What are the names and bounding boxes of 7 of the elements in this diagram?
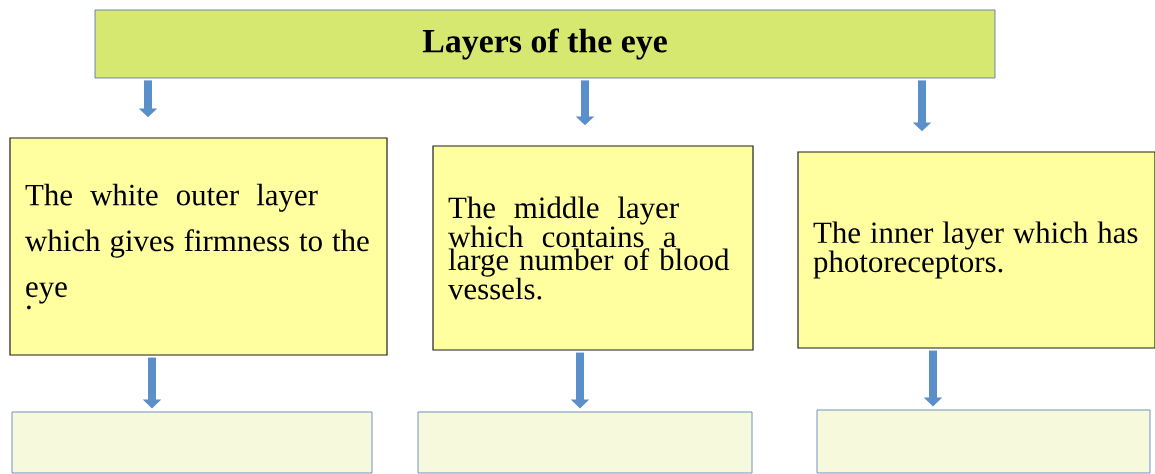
- layer-box: The white outer layer which gives firmness to the eye .: [9, 137, 388, 356]
- answer-box: [11, 411, 373, 474]
- answer-box: [816, 409, 1151, 474]
- layer-box: The middle layer which contains a large number of blood vessels.: [432, 145, 754, 351]
- answer-box: [417, 411, 753, 474]
- title-box: Layers of the eye: [94, 9, 996, 79]
- layer-box: The inner layer which has photoreceptors.: [797, 151, 1155, 349]
